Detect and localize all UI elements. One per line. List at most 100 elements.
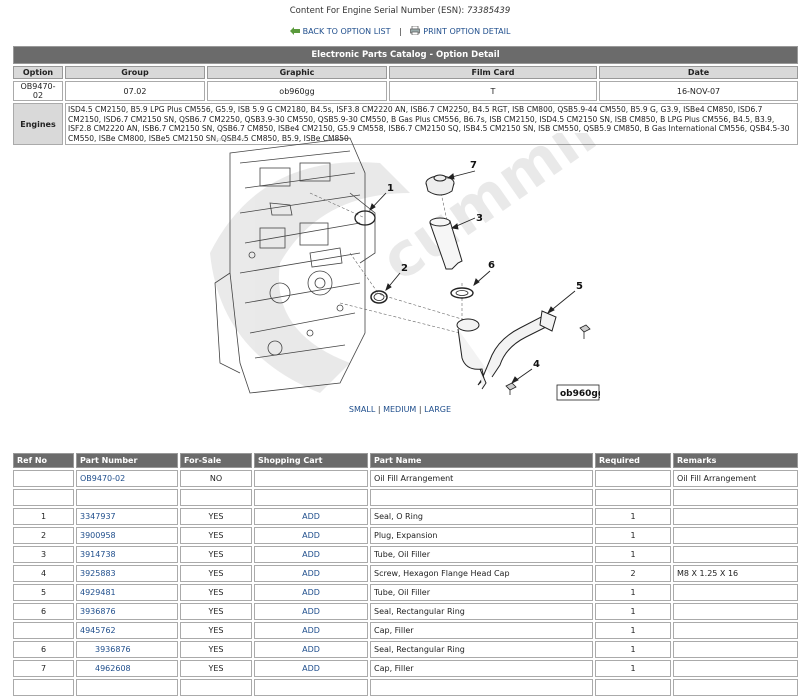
o-ring-part <box>354 210 376 226</box>
diagram-copyright: ©Cummins Inc <box>208 136 246 143</box>
option-detail-caption: Electronic Parts Catalog - Option Detail <box>13 46 798 64</box>
ref-no-cell <box>13 489 74 506</box>
part-number-link[interactable]: 4929481 <box>76 584 178 601</box>
add-to-cart-link[interactable]: ADD <box>254 622 368 639</box>
esn-label: Content For Engine Serial Number (ESN): <box>289 6 465 16</box>
part-number-link[interactable]: 3936876 <box>76 641 178 658</box>
part-number-link[interactable]: 3914738 <box>76 546 178 563</box>
for-sale-cell: YES <box>180 641 252 658</box>
for-sale-cell: YES <box>180 603 252 620</box>
part-name-cell: Seal, O Ring <box>370 508 593 525</box>
callout-arrows <box>369 170 576 385</box>
header-option: Option <box>13 66 63 79</box>
graphic-label-box <box>556 384 600 401</box>
part-number-link[interactable]: 4945762 <box>76 622 178 639</box>
header-film-card: Film Card <box>389 66 597 79</box>
add-to-cart-link[interactable]: ADD <box>254 603 368 620</box>
add-to-cart-link[interactable]: ADD <box>254 527 368 544</box>
add-to-cart-link[interactable]: ADD <box>254 641 368 658</box>
ref-no-cell <box>13 470 74 487</box>
remarks-cell <box>673 489 798 506</box>
callout-6: 6 <box>488 260 495 271</box>
add-to-cart-link <box>254 679 368 696</box>
part-number-link[interactable]: 3347937 <box>76 508 178 525</box>
part-name-cell: Seal, Rectangular Ring <box>370 641 593 658</box>
image-size-links: SMALL | MEDIUM | LARGE <box>0 405 800 414</box>
for-sale-cell <box>180 489 252 506</box>
add-to-cart-link <box>254 489 368 506</box>
size-large-link[interactable]: LARGE <box>424 405 452 414</box>
ref-no-cell: 7 <box>13 660 74 677</box>
engines-list: ISD4.5 CM2150, B5.9 LPG Plus CM556, G5.9… <box>65 103 798 146</box>
size-separator: | <box>418 405 422 414</box>
engines-label: Engines <box>13 103 63 146</box>
remarks-cell: Oil Fill Arrangement <box>673 470 798 487</box>
remarks-cell <box>673 584 798 601</box>
group-value: 07.02 <box>65 81 205 101</box>
rectangular-seal-part <box>450 287 474 299</box>
header-remarks: Remarks <box>673 453 798 468</box>
parts-table: Ref No Part Number For-Sale Shopping Car… <box>11 451 800 698</box>
print-option-detail-link[interactable]: PRINT OPTION DETAIL <box>423 27 511 36</box>
part-number-link <box>76 489 178 506</box>
expansion-plug-part <box>370 290 388 304</box>
link-separator: | <box>399 27 402 36</box>
part-number-link[interactable]: 3900958 <box>76 527 178 544</box>
add-to-cart-link[interactable]: ADD <box>254 546 368 563</box>
for-sale-cell: YES <box>180 508 252 525</box>
back-to-option-list-link[interactable]: BACK TO OPTION LIST <box>302 27 391 36</box>
screw-part <box>505 324 591 395</box>
add-to-cart-link[interactable]: ADD <box>254 660 368 677</box>
back-arrow-icon <box>289 26 300 37</box>
required-cell: 1 <box>595 546 671 563</box>
remarks-cell <box>673 527 798 544</box>
remarks-cell <box>673 508 798 525</box>
remarks-cell <box>673 641 798 658</box>
part-number-link[interactable]: 4962608 <box>76 660 178 677</box>
date-value: 16-NOV-07 <box>599 81 798 101</box>
callout-2: 2 <box>401 263 408 274</box>
required-cell: 1 <box>595 622 671 639</box>
option-value: OB9470-02 <box>13 81 63 101</box>
size-small-link[interactable]: SMALL <box>348 405 376 414</box>
add-to-cart-link[interactable]: ADD <box>254 508 368 525</box>
for-sale-cell: YES <box>180 546 252 563</box>
part-name-cell: Seal, Rectangular Ring <box>370 603 593 620</box>
option-links: BACK TO OPTION LIST | PRINT OPTION DETAI… <box>0 25 800 37</box>
elbow-tube-part <box>456 310 557 390</box>
part-number-link[interactable]: 3936876 <box>76 603 178 620</box>
ref-no-cell: 5 <box>13 584 74 601</box>
filler-cap-part <box>425 174 455 196</box>
add-to-cart-link[interactable]: ADD <box>254 565 368 582</box>
callout-4: 4 <box>533 359 540 370</box>
oil-filler-tube-part <box>429 217 463 270</box>
option-detail-table: Electronic Parts Catalog - Option Detail… <box>11 44 800 147</box>
required-cell <box>595 679 671 696</box>
required-cell: 1 <box>595 603 671 620</box>
ref-no-cell: 2 <box>13 527 74 544</box>
required-cell: 1 <box>595 508 671 525</box>
add-to-cart-link[interactable]: ADD <box>254 584 368 601</box>
required-cell: 1 <box>595 660 671 677</box>
ref-no-cell: 4 <box>13 565 74 582</box>
part-name-cell <box>370 679 593 696</box>
part-name-cell: Cap, Filler <box>370 622 593 639</box>
required-cell: 1 <box>595 584 671 601</box>
size-medium-link[interactable]: MEDIUM <box>383 405 417 414</box>
for-sale-cell: YES <box>180 565 252 582</box>
required-cell <box>595 489 671 506</box>
remarks-cell <box>673 603 798 620</box>
part-number-link <box>76 679 178 696</box>
part-number-link[interactable]: OB9470-02 <box>76 470 178 487</box>
for-sale-cell: NO <box>180 470 252 487</box>
part-number-link[interactable]: 3925883 <box>76 565 178 582</box>
part-name-cell <box>370 489 593 506</box>
ref-no-cell: 6 <box>13 641 74 658</box>
